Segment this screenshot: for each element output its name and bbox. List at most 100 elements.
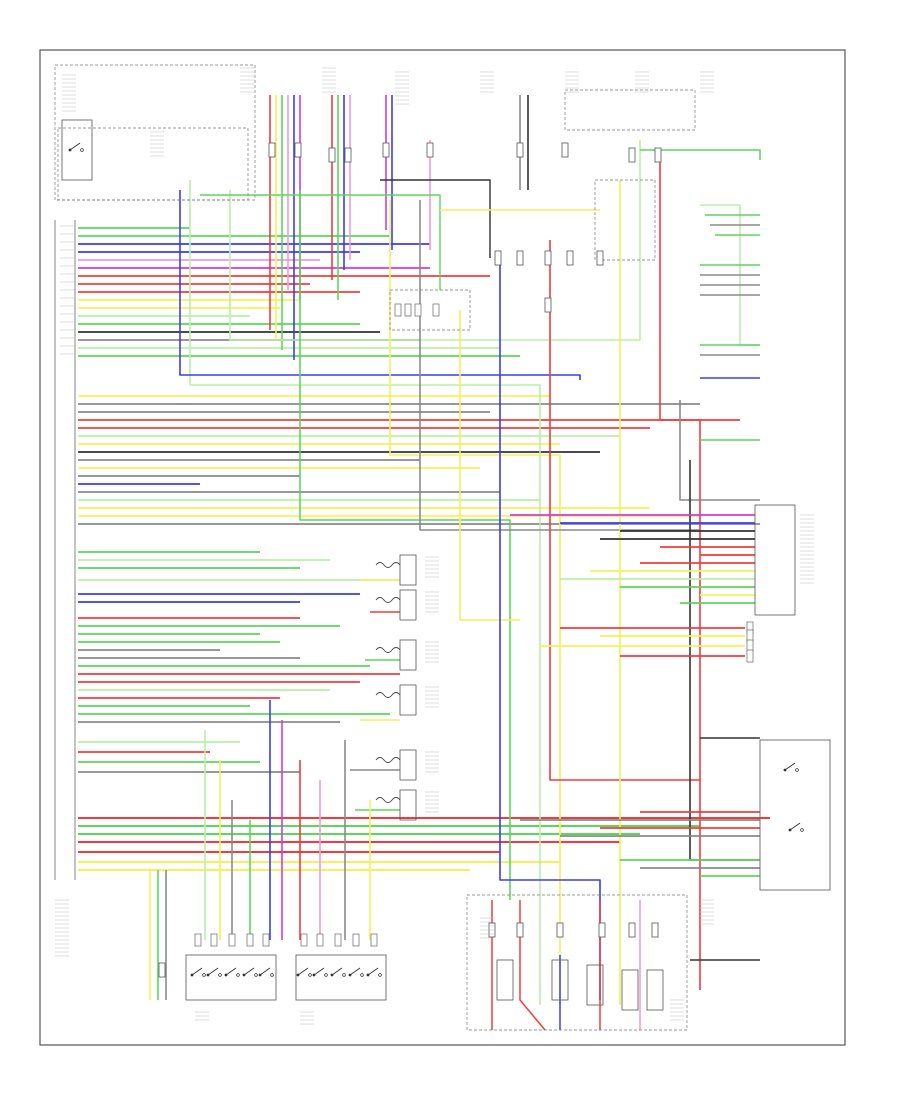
bottom-pin [210,933,218,947]
sensor-connector [394,303,402,317]
fuse [516,922,524,938]
switch-terminal [360,973,364,977]
bottom-pin [352,933,360,947]
sensor-coil [375,757,401,763]
switch-pivot [366,973,370,977]
fuse [158,962,166,978]
switch-terminal [308,973,312,977]
fuse [566,250,574,266]
fuse [628,922,636,938]
wire [640,149,761,160]
sensor-4 [399,749,417,781]
switch-terminal [202,973,206,977]
fuse [516,142,524,158]
sensor-2 [399,639,417,671]
diagram-frame [39,49,846,1046]
fuse [544,250,552,266]
fuse [556,922,564,938]
bottom-pin [370,933,378,947]
fuse [382,142,390,158]
bottom-switch [313,967,325,976]
transfer-actuator-connector [185,954,277,1001]
sensor-coil [375,562,401,568]
fuse [654,147,662,163]
combination-meter-connector [754,504,796,616]
switch-terminal [378,973,382,977]
switch-pivot [296,973,300,977]
wire-layer [78,95,770,1031]
switch-pivot [783,768,787,772]
bottom-switch [259,967,271,976]
switch-terminal [795,768,799,772]
switch-pivot [258,973,262,977]
switch-terminal [270,973,274,977]
solenoid-2 [586,964,604,1006]
bottom-pin [246,933,254,947]
switch-pivot [242,973,246,977]
wire [679,400,760,501]
bottom-switch [191,967,203,976]
switch-pivot [224,973,228,977]
fuse [328,147,336,163]
fuse [294,142,302,158]
bottom-switch [225,967,237,976]
wire [200,194,441,290]
wire [229,140,641,341]
main-relay [61,119,93,181]
fuse [596,250,604,266]
wire [299,190,511,900]
top-right-switch-box [564,89,696,131]
fuse [544,297,552,313]
transfer-switch [789,822,801,831]
solenoid-group-box [466,894,688,1031]
solenoid-4 [646,969,664,1011]
bottom-pin [316,933,324,947]
fuse [651,922,659,938]
bottom-pin [300,933,308,947]
sensor-5 [399,789,417,821]
switch-pivot [206,973,210,977]
sensor-connector [432,303,440,317]
main-relay-switch [69,142,81,151]
bottom-switch [243,967,255,976]
switch-terminal [800,828,804,832]
sensor-group-box [389,289,471,331]
solenoid-3 [621,969,639,1011]
solenoid-0 [496,959,514,1001]
wire [389,200,561,1005]
bottom-pin [262,933,270,947]
sensor-1 [399,589,417,621]
switch-pivot [788,828,792,832]
switch-terminal [254,973,258,977]
bottom-pin [334,933,342,947]
switch-terminal [342,973,346,977]
switch-pivot [312,973,316,977]
wire [549,240,700,781]
sensor-coil [375,797,401,803]
wire [179,190,581,380]
shift-solenoid-connector [295,954,387,1001]
sensor-coil [375,692,401,698]
bottom-pin [194,933,202,947]
bottom-switch [297,967,309,976]
switch-pivot [348,973,352,977]
solenoid-1 [551,959,569,1001]
bottom-switch [207,967,219,976]
wire [519,900,546,1031]
sensor-connector [414,303,422,317]
fuse [516,250,524,266]
sensor-connector [404,303,412,317]
switch-terminal [80,148,84,152]
switch-pivot [68,148,72,152]
sensor-3 [399,684,417,716]
bottom-switch [331,967,343,976]
component-layer [54,64,831,1031]
fuse [426,142,434,158]
switch-terminal [218,973,222,977]
fuse [628,147,636,163]
switch-pivot [330,973,334,977]
wire [380,179,491,258]
bottom-pin [228,933,236,947]
fuse [561,142,569,158]
